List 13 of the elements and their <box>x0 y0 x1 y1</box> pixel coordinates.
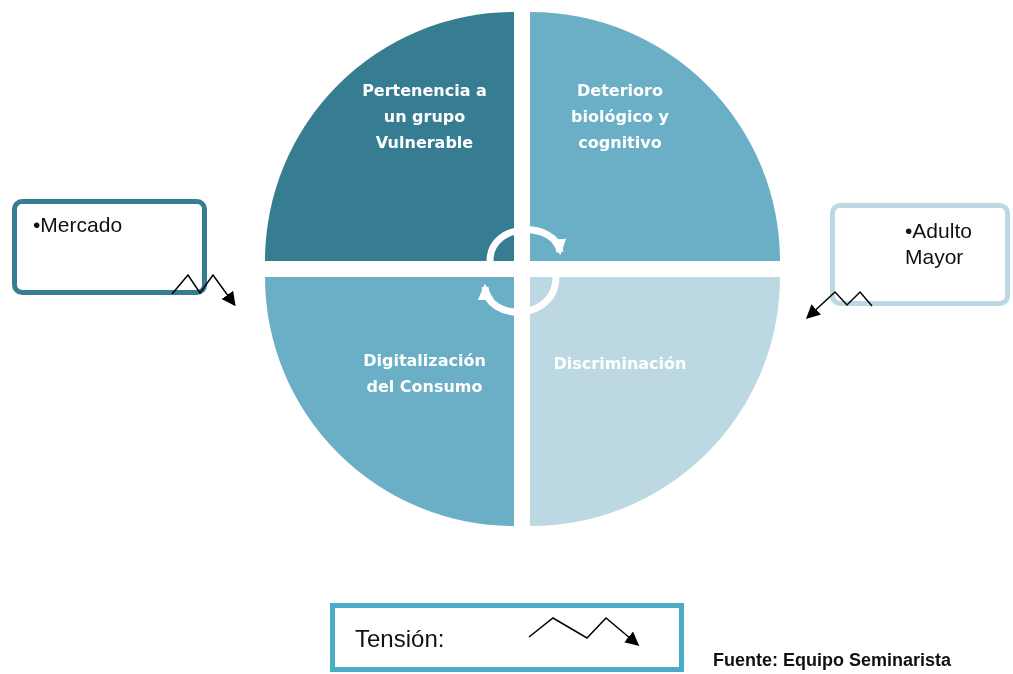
source-caption: Fuente: Equipo Seminarista <box>713 650 952 671</box>
segment-label: Deterioro biológico y cognitivo <box>570 79 670 154</box>
text-box <box>12 199 207 295</box>
bullet-text: •Mercado <box>33 212 124 238</box>
segment-label: Discriminación <box>552 353 688 375</box>
segment-label: Digitalización del Consumo <box>362 350 487 398</box>
text-box <box>830 203 1010 306</box>
legend-label: Tensión: <box>355 625 445 653</box>
cycle-arrow <box>480 276 560 316</box>
bullet-text: •Adulto Mayor <box>905 218 973 270</box>
zigzag-arrow <box>805 290 873 319</box>
segment-label: Pertenencia a un grupo Vulnerable <box>361 79 488 154</box>
zigzag-arrow <box>171 273 236 307</box>
